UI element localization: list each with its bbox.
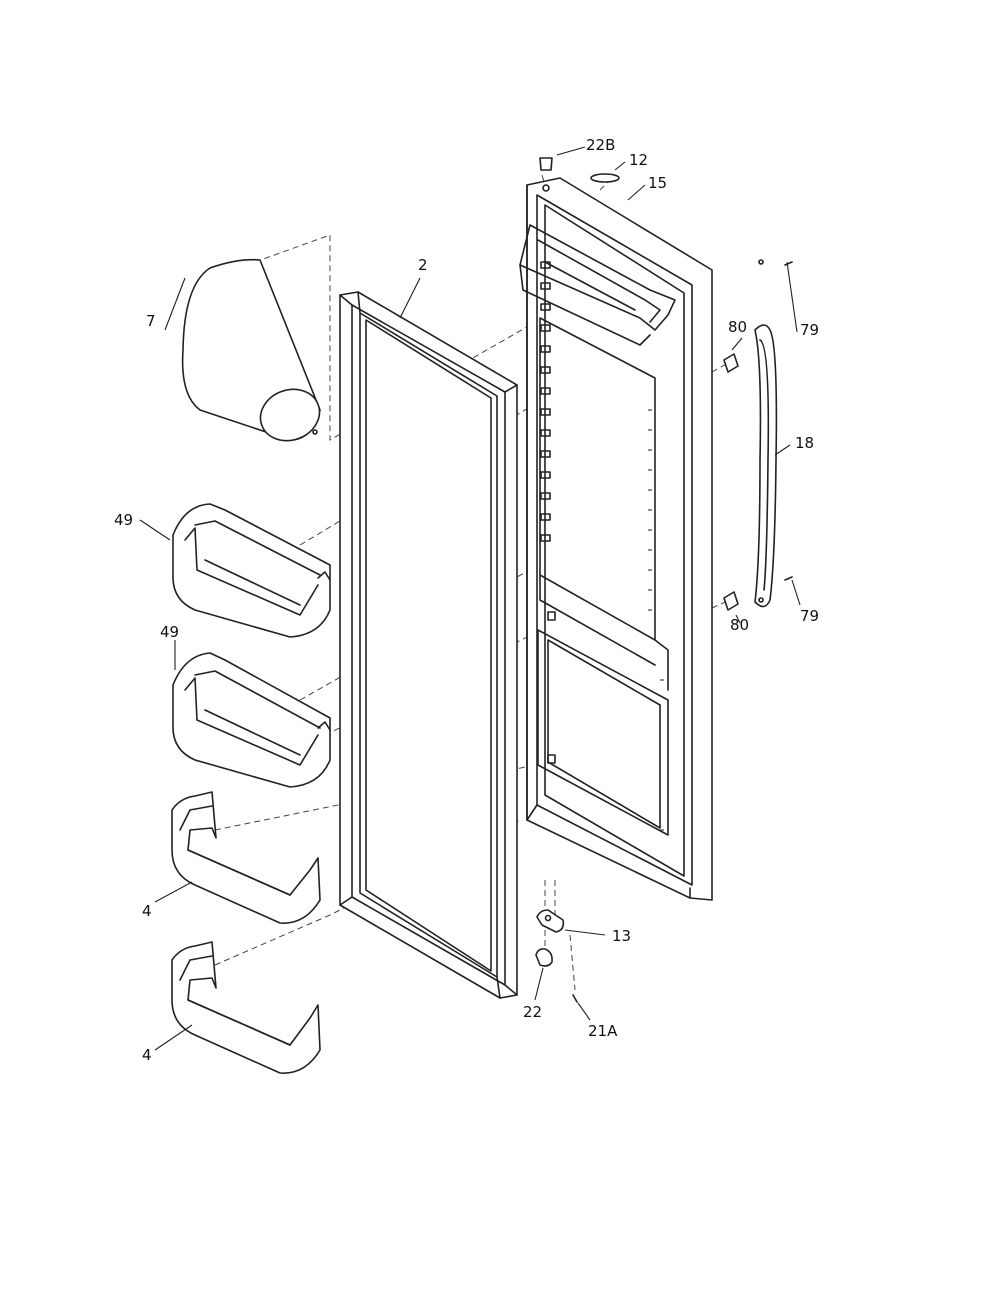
label-80-bottom: 80 xyxy=(730,616,749,634)
label-2: 2 xyxy=(418,256,428,274)
label-49-top: 49 xyxy=(114,511,133,529)
label-22b: 22B xyxy=(586,136,615,154)
label-21a: 21A xyxy=(588,1022,618,1040)
label-4-bottom: 4 xyxy=(142,1046,152,1064)
label-7: 7 xyxy=(146,312,156,330)
label-49-bottom: 49 xyxy=(160,623,179,641)
hardware-parts xyxy=(535,157,793,1003)
door-gasket xyxy=(339,291,518,999)
leader-lines xyxy=(139,146,801,1051)
label-15: 15 xyxy=(648,174,667,192)
door-handle xyxy=(754,259,778,608)
label-22: 22 xyxy=(523,1003,542,1021)
part-labels: 22B 12 15 2 7 80 79 18 49 49 80 79 13 4 … xyxy=(114,136,819,1064)
label-79-bottom: 79 xyxy=(800,607,819,625)
label-4-top: 4 xyxy=(142,902,152,920)
door-bin-4-bottom xyxy=(171,941,321,1074)
label-13: 13 xyxy=(612,927,631,945)
door-bin-49-top xyxy=(172,503,331,638)
door-liner xyxy=(519,177,713,901)
label-79-top: 79 xyxy=(800,321,819,339)
dairy-bin-cover xyxy=(181,258,321,442)
door-bin-49-bottom xyxy=(172,652,331,788)
door-bin-4-top xyxy=(171,791,321,924)
label-18: 18 xyxy=(795,434,814,452)
label-12: 12 xyxy=(629,151,648,169)
label-80-top: 80 xyxy=(728,318,747,336)
